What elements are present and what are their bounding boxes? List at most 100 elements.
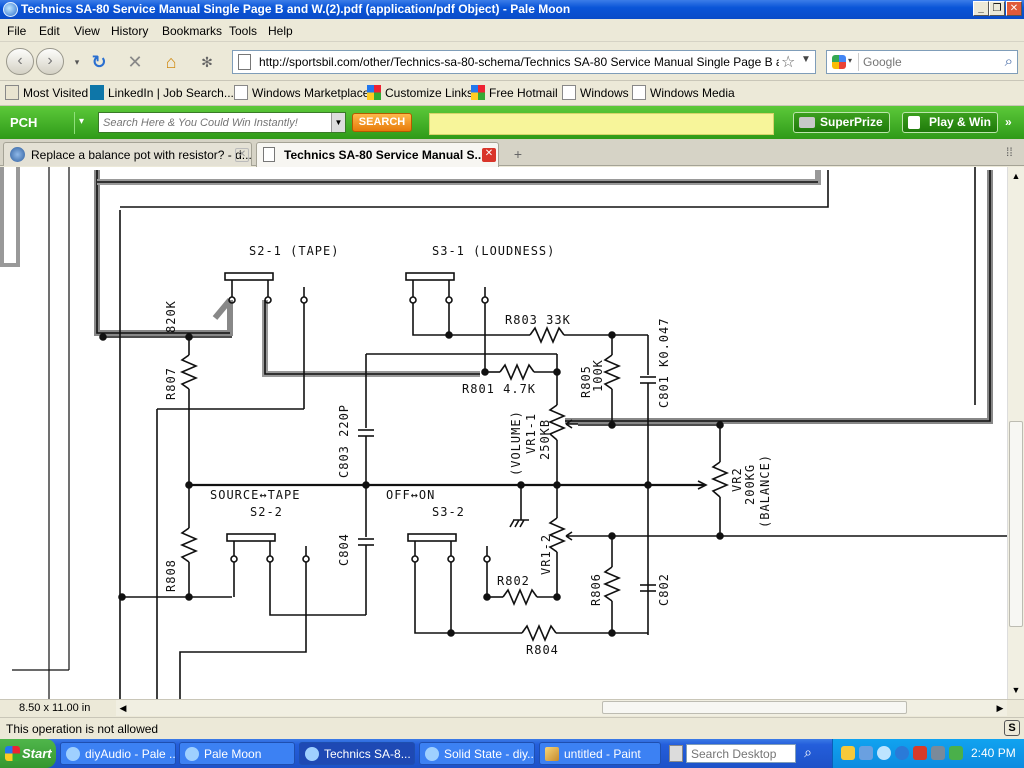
pch-search-box[interactable]: ▼ [98, 112, 346, 133]
search-bar[interactable]: ▾ ⌕ [826, 50, 1018, 74]
menu-view[interactable]: View [74, 24, 100, 38]
menu-tools[interactable]: Tools [229, 24, 258, 38]
label-vr1-1-value: 250KB [538, 419, 552, 460]
pch-search-button[interactable]: SEARCH [352, 113, 412, 132]
search-icon[interactable]: ⌕ [1004, 53, 1013, 70]
tray-volume-icon[interactable] [877, 746, 891, 760]
play-win-button[interactable]: Play & Win [902, 112, 998, 133]
home-icon[interactable]: ⌂ [165, 52, 177, 72]
status-s-icon[interactable]: S [1004, 720, 1020, 736]
taskbar-item-paint[interactable]: untitled - Paint [539, 742, 661, 765]
bookmark-free-hotmail[interactable]: Free Hotmail [471, 85, 558, 103]
desktop-search-go-icon[interactable]: ⌕ [804, 744, 812, 760]
tray-icon[interactable] [841, 746, 855, 760]
menu-help[interactable]: Help [268, 24, 293, 38]
close-button[interactable]: ✕ [1006, 1, 1022, 16]
switch-s2-2 [226, 533, 276, 542]
bookmark-most-visited[interactable]: Most Visited [5, 85, 88, 103]
tray-device-icon[interactable] [931, 746, 945, 760]
switch-s2-1 [224, 272, 274, 281]
page-size-label: 8.50 x 11.00 in [19, 702, 91, 714]
label-c802: C802 [657, 573, 671, 606]
bookmark-windows-media[interactable]: Windows Media [632, 85, 735, 103]
tray-network-icon[interactable] [859, 746, 873, 760]
potentiometer-vr1-1 [547, 404, 567, 441]
menu-bookmarks[interactable]: Bookmarks [162, 24, 223, 38]
superprize-button[interactable]: SuperPrize [793, 112, 890, 133]
scroll-thumb[interactable] [1009, 421, 1023, 627]
scroll-up-icon[interactable]: ▲ [1011, 171, 1021, 181]
label-820k: 820K [164, 300, 178, 333]
url-bar[interactable]: ☆ ▼ [232, 50, 816, 74]
tray-update-icon[interactable] [949, 746, 963, 760]
history-dropdown-icon[interactable]: ▾ [74, 57, 80, 67]
shielded-wire [0, 167, 20, 267]
scroll-down-icon[interactable]: ▼ [1011, 685, 1021, 695]
horizontal-scrollbar[interactable]: ◀ ▶ [116, 700, 1007, 716]
tab-close-icon[interactable]: ✕ [235, 148, 249, 162]
node [445, 331, 453, 339]
pch-menu-dropdown-icon[interactable]: ▾ [79, 116, 85, 127]
paint-icon [545, 747, 559, 761]
tab-technics-manual[interactable]: Technics SA-80 Service Manual S... ✕ [256, 142, 499, 167]
pch-more-chevron[interactable]: » [1005, 115, 1012, 129]
scroll-thumb[interactable] [602, 701, 907, 714]
pch-logo[interactable]: PCH [10, 115, 38, 130]
taskbar-item-pale-moon[interactable]: Pale Moon [179, 742, 295, 765]
tray-globe-icon[interactable] [895, 746, 909, 760]
vertical-scrollbar[interactable]: ▲ ▼ [1007, 167, 1024, 699]
navigation-toolbar: ‹ › ▾ ↻ ✕ ⌂ ✻ ☆ ▼ ▾ ⌕ [0, 42, 1024, 81]
label-volume: (VOLUME) [509, 410, 523, 476]
label-r805: R805 [579, 365, 593, 398]
scroll-left-icon[interactable]: ◀ [119, 703, 127, 713]
page-icon [238, 54, 251, 70]
search-engine-selector[interactable]: ▾ [829, 53, 859, 71]
bookmark-customize-links[interactable]: Customize Links [367, 85, 473, 103]
label-r806: R806 [589, 573, 603, 606]
tab-diyaudio[interactable]: Replace a balance pot with resistor? - d… [3, 142, 252, 166]
pch-search-dropdown-icon[interactable]: ▼ [331, 113, 345, 132]
scroll-right-icon[interactable]: ▶ [996, 703, 1004, 713]
tray-security-icon[interactable] [913, 746, 927, 760]
wire [565, 170, 991, 422]
page-favicon-icon [263, 147, 275, 162]
url-input[interactable] [259, 53, 779, 71]
taskbar-item-technics[interactable]: Technics SA-8... [299, 742, 415, 765]
reload-icon[interactable]: ↻ [91, 52, 107, 72]
bookmark-linkedin[interactable]: LinkedIn | Job Search... [90, 85, 234, 103]
new-tab-button[interactable]: + [513, 146, 523, 162]
tab-close-icon[interactable]: ✕ [482, 148, 496, 162]
menu-file[interactable]: File [7, 24, 27, 38]
label-vr1-2: VR1-2 [539, 534, 553, 575]
start-button[interactable]: Start [0, 739, 56, 768]
forward-button[interactable]: › [36, 48, 64, 75]
terminal [483, 555, 491, 563]
tab-list-icon[interactable]: ⁞⁞ [1006, 145, 1013, 159]
terminal [409, 296, 417, 304]
minimize-button[interactable]: _ [973, 1, 989, 16]
resistor-r805 [602, 354, 622, 390]
desktop-search-icon[interactable] [669, 745, 683, 762]
addon-icon[interactable]: ✻ [201, 54, 213, 70]
bookmark-windows[interactable]: Windows [562, 85, 629, 103]
pch-search-input[interactable] [103, 115, 328, 130]
bookmark-windows-marketplace[interactable]: Windows Marketplace [234, 85, 369, 103]
pch-banner[interactable] [429, 113, 774, 135]
taskbar-item-solid-state[interactable]: Solid State - diy... [419, 742, 535, 765]
taskbar-item-diyaudio[interactable]: diyAudio - Pale ... [60, 742, 176, 765]
bookmark-star-icon[interactable]: ☆ [781, 54, 796, 71]
title-bar: Technics SA-80 Service Manual Single Pag… [0, 0, 1024, 19]
resistor-r806 [602, 566, 622, 602]
back-button[interactable]: ‹ [6, 48, 34, 75]
maximize-button[interactable]: ❐ [989, 1, 1005, 16]
label-r807: R807 [164, 367, 178, 400]
menu-history[interactable]: History [111, 24, 149, 38]
desktop-search-box[interactable] [686, 744, 796, 763]
url-dropdown-icon[interactable]: ▼ [801, 54, 811, 65]
pdf-viewer[interactable]: S2-1 (TAPE) S3-1 (LOUDNESS) R803 33K R80… [0, 167, 1007, 699]
desktop-search-input[interactable] [691, 746, 791, 761]
search-input[interactable] [863, 53, 993, 71]
stop-icon[interactable]: ✕ [127, 52, 143, 72]
menu-edit[interactable]: Edit [39, 24, 60, 38]
terminal [481, 296, 489, 304]
